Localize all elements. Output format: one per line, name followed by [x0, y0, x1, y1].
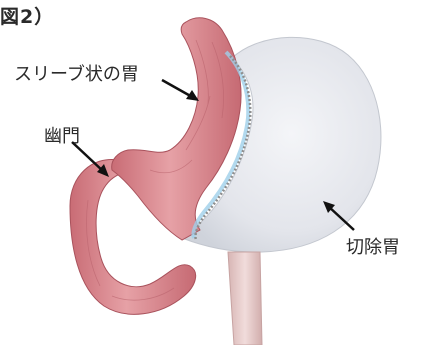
lower-tube-shape [228, 252, 262, 345]
sleeve-stomach-label: スリーブ状の胃 [14, 60, 139, 86]
figure-label: 図2） [0, 2, 54, 29]
arrow-sleeve [162, 80, 199, 101]
pylorus-label: 幽門 [44, 122, 80, 148]
resected-stomach-label: 切除胃 [346, 233, 400, 259]
